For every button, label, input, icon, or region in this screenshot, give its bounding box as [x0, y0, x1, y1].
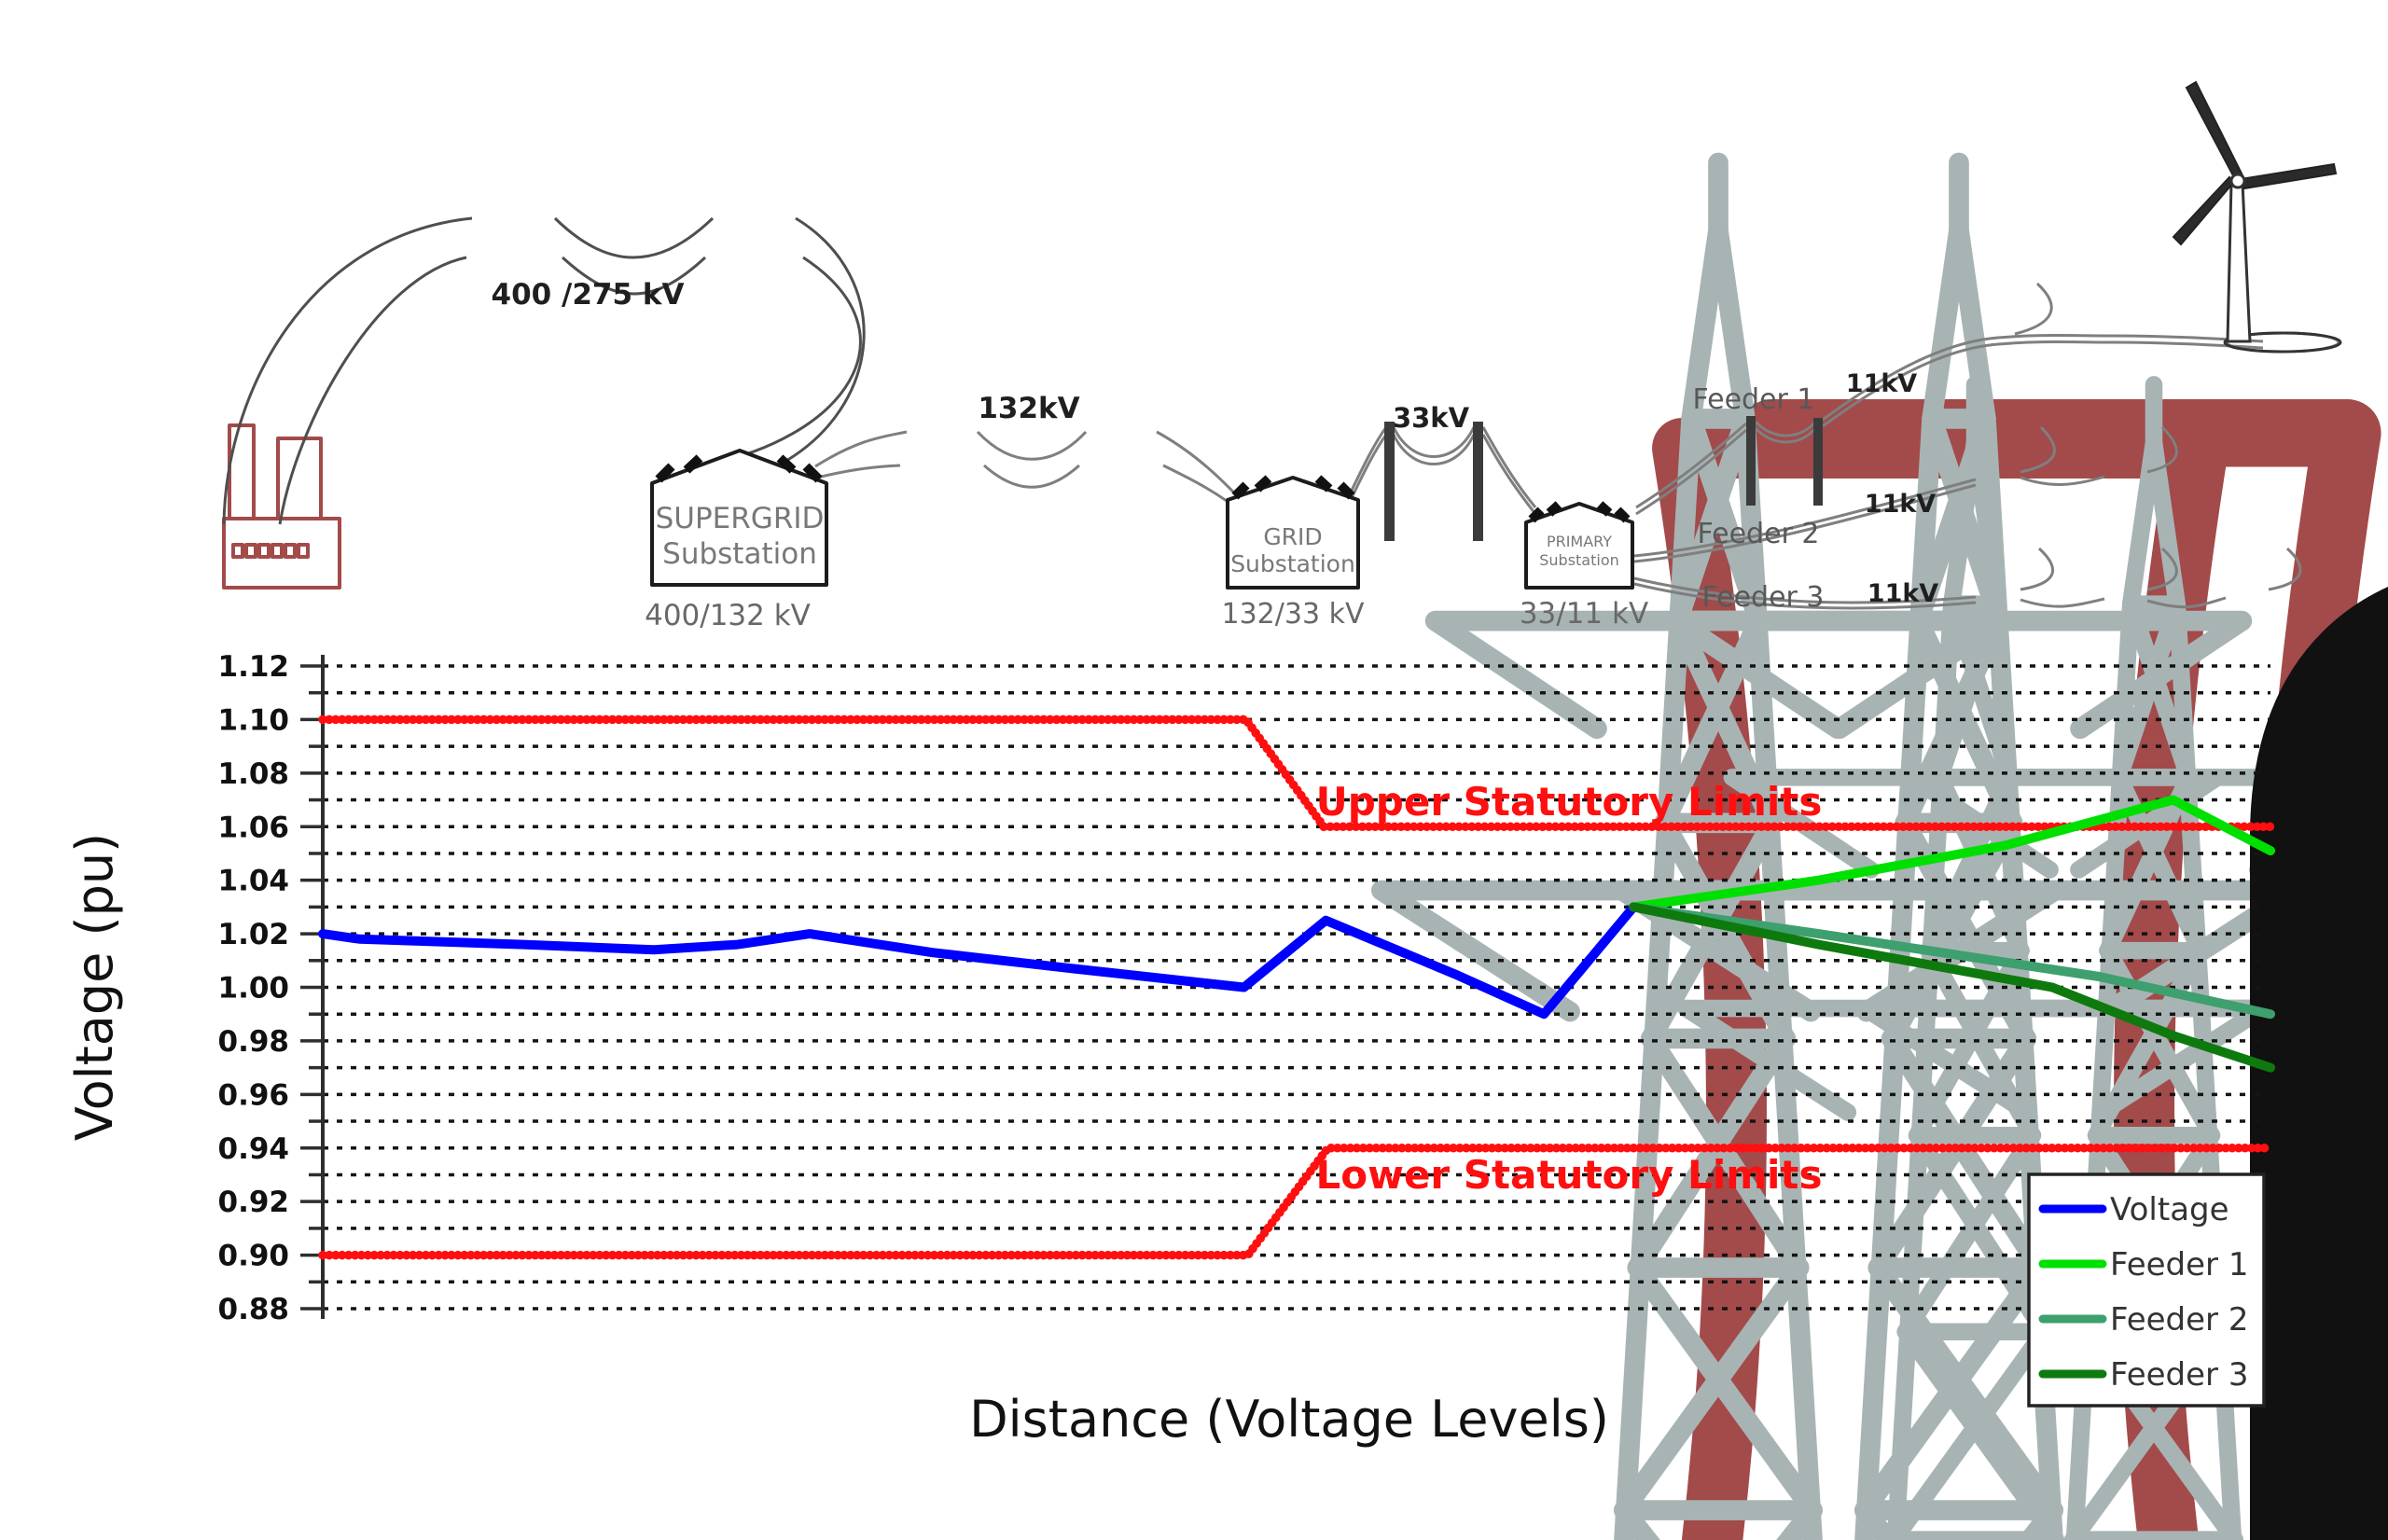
wind-turbine-icon	[2172, 80, 2342, 354]
legend-label-feeder-2: Feeder 2	[2110, 1301, 2248, 1339]
legend-label-voltage: Voltage	[2110, 1191, 2229, 1228]
series-feeder-3	[1629, 902, 2275, 1073]
legend-label-feeder-1: Feeder 1	[2110, 1246, 2248, 1283]
y-axis-tick-labels: 1.12 1.10 1.08 1.06 1.04 1.02 1.00 0.98 0.96 0.94…	[218, 650, 290, 1326]
legend-label-feeder-3: Feeder 3	[2110, 1356, 2248, 1394]
supergrid-rating: 400/132 kV	[645, 599, 811, 632]
supergrid-name: SUPERGRID	[656, 502, 825, 535]
supergrid-substation: SUPERGRID Substation 400/132 kV	[645, 449, 828, 632]
label-11kv-feeder3: 11kV	[1867, 579, 1939, 608]
label-feeder3: Feeder 3	[1702, 581, 1825, 614]
label-feeder2: Feeder 2	[1698, 518, 1820, 550]
y-axis-title: Voltage (pu)	[65, 833, 124, 1141]
series-lower-statutory-limits	[318, 1144, 2275, 1260]
label-400-275kv: 400 /275 kV	[492, 278, 685, 312]
series-feeder-2	[1629, 902, 2275, 1020]
x-axis-title: Distance (Voltage Levels)	[969, 1390, 1609, 1449]
lower-limit-label: Lower Statutory Limits	[1316, 1152, 1823, 1198]
grid-rating: 132/33 kV	[1222, 598, 1365, 631]
y-tick-label: 0.94	[218, 1132, 290, 1166]
y-tick-label: 1.10	[218, 703, 290, 737]
y-tick-label: 1.00	[218, 972, 290, 1006]
wire-feeder3	[1633, 547, 2302, 610]
y-tick-label: 1.12	[218, 650, 290, 684]
primary-sub: Substation	[1539, 551, 1619, 569]
upper-limit-label: Upper Statutory Limits	[1316, 779, 1823, 825]
series-feeder-1	[1629, 795, 2275, 912]
y-axis-ticks	[300, 664, 323, 1311]
voltage-profile-chart: 1.12 1.10 1.08 1.06 1.04 1.02 1.00 0.98 0.96 0.94…	[65, 650, 2275, 1449]
factory-windows	[231, 543, 310, 559]
utility-pole-icon	[1813, 418, 1823, 506]
primary-name: PRIMARY	[1547, 533, 1612, 550]
substation-connectors	[1528, 501, 1631, 523]
grid-name: GRID	[1263, 523, 1322, 550]
y-tick-label: 0.88	[218, 1293, 290, 1326]
grid-sub: Substation	[1230, 550, 1355, 577]
substation-connectors	[655, 454, 823, 483]
y-tick-label: 0.98	[218, 1025, 290, 1059]
y-tick-label: 1.04	[218, 865, 290, 898]
substation-connectors	[1231, 475, 1355, 500]
wire-feeder2	[1633, 425, 2178, 563]
label-feeder1: Feeder 1	[1693, 383, 1815, 416]
label-11kv-feeder2: 11kV	[1865, 490, 1937, 519]
y-tick-label: 0.90	[218, 1240, 290, 1273]
y-tick-label: 1.02	[218, 918, 290, 951]
label-132kv: 132kV	[978, 392, 1079, 425]
chart-series	[318, 715, 2275, 1260]
label-33kv: 33kV	[1393, 402, 1470, 434]
wire-132kv	[814, 430, 1250, 515]
utility-pole-icon	[1746, 416, 1756, 506]
series-upper-statutory-limits	[318, 715, 2275, 832]
label-11kv-feeder1: 11kV	[1846, 369, 1918, 398]
primary-substation: PRIMARY Substation 33/11 kV	[1520, 501, 1648, 631]
primary-rating: 33/11 kV	[1520, 597, 1648, 631]
utility-pole-icon	[1384, 422, 1395, 541]
supergrid-sub: Substation	[662, 537, 817, 571]
grid-substation: GRID Substation 132/33 kV	[1222, 475, 1365, 631]
y-tick-label: 0.92	[218, 1186, 290, 1219]
wire-33kv	[1340, 426, 1537, 520]
utility-pole-icon	[1473, 422, 1483, 541]
y-tick-label: 1.06	[218, 811, 290, 844]
series-voltage	[318, 902, 1639, 1020]
y-tick-label: 1.08	[218, 757, 290, 791]
y-tick-label: 0.96	[218, 1078, 290, 1112]
transmission-diagram: SUPERGRID Substation 400/132 kV GRID Sub…	[222, 80, 2388, 1540]
wire-400kv	[222, 216, 866, 525]
